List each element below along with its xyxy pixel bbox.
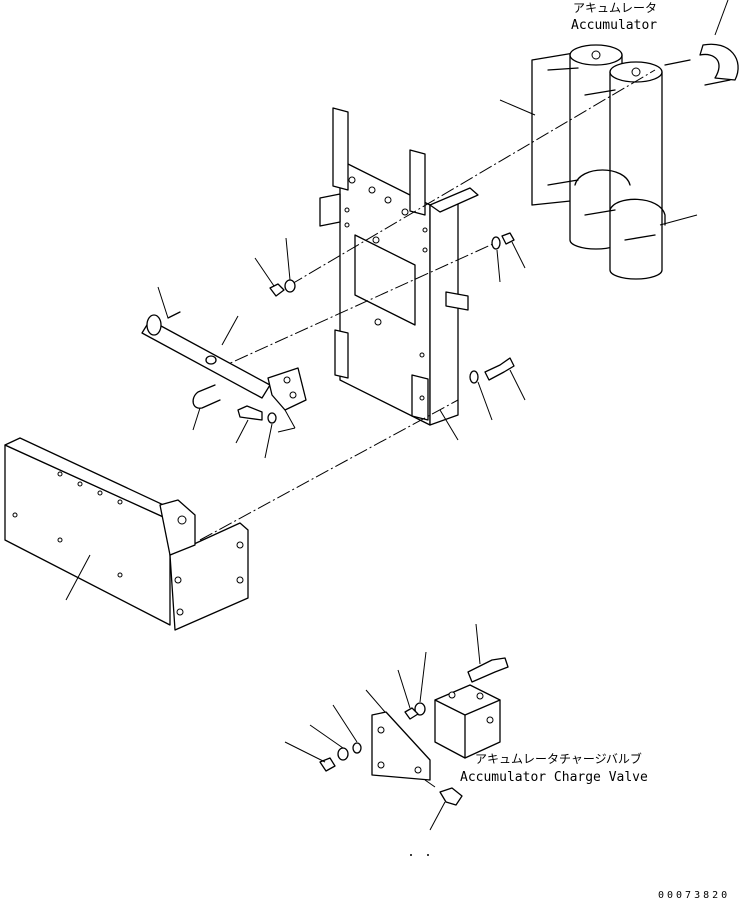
- nut-washer-left: [254, 237, 296, 297]
- u-bolt: [192, 384, 221, 431]
- accumulator-label-en: Accumulator: [571, 18, 657, 33]
- accumulator-assembly: [499, 0, 739, 280]
- pivot-pin: [141, 286, 307, 411]
- charge-valve-assembly: [284, 623, 509, 856]
- beam-assembly: [4, 437, 249, 631]
- accumulator-cylinder-right: [609, 61, 663, 280]
- clamp-bolts: [547, 59, 731, 241]
- charge-valve-label-en: Accumulator Charge Valve: [460, 770, 648, 785]
- upper-clamp-band: [699, 43, 739, 81]
- assembly-center-lines: [199, 69, 656, 541]
- bracket-frame: [319, 107, 479, 441]
- frame-bolt-washer: [469, 357, 526, 421]
- pin-bolt-washer: [235, 405, 296, 459]
- accumulator-label-jp: アキュムレータ: [573, 1, 657, 15]
- charge-valve-label-jp: アキュムレータチャージバルブ: [475, 751, 642, 766]
- nut-washer-right: [491, 232, 526, 283]
- part-number: 00073820: [658, 890, 730, 900]
- valve-mount-bracket: [365, 689, 431, 781]
